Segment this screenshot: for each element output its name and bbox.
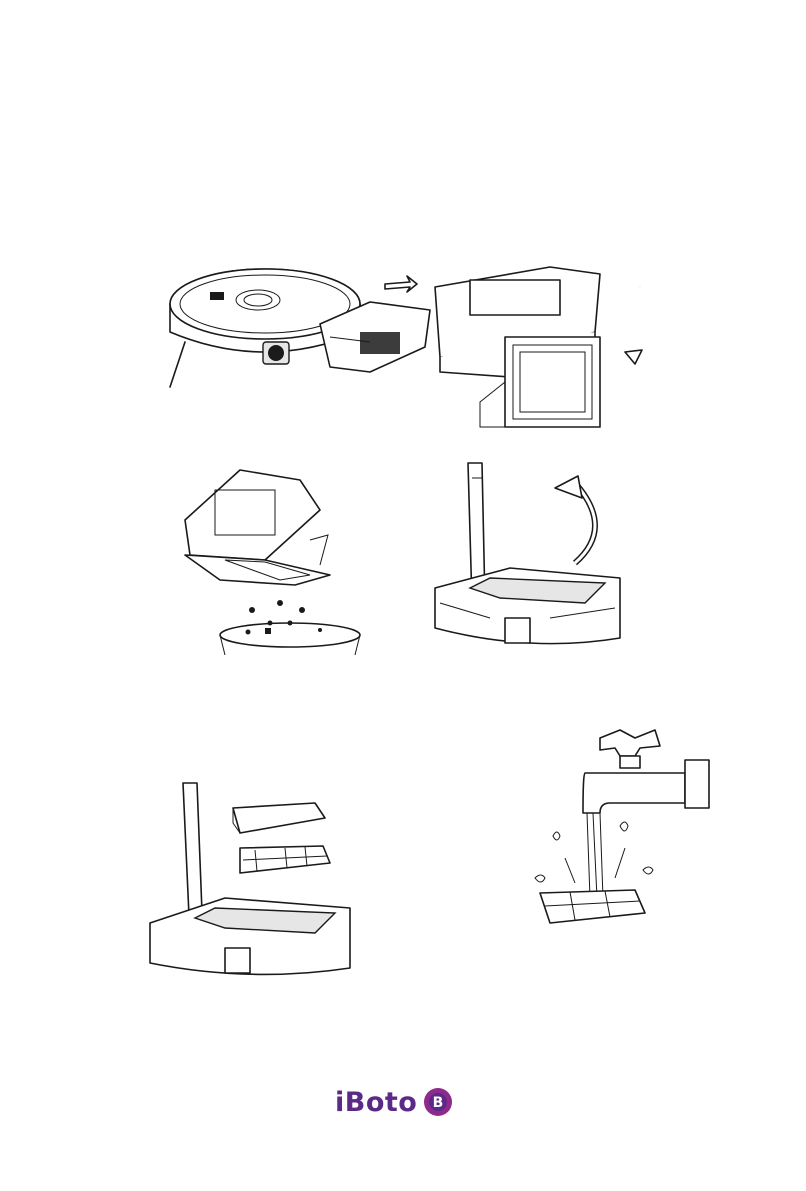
brand-logo-icon: B	[423, 1087, 453, 1117]
brand-logo: iBoto B	[335, 1082, 475, 1122]
figure-remove-filters	[145, 778, 360, 983]
figure-empty-dustbin	[170, 460, 370, 655]
figure-dustbin-open-lid	[430, 262, 670, 432]
brand-name: iBoto	[335, 1087, 417, 1118]
figure-rinse-filter-under-tap	[525, 718, 715, 933]
figure-dustbin-open-filter-cover	[430, 458, 630, 653]
figure-robot-remove-dustbin	[155, 262, 440, 397]
svg-text:B: B	[433, 1095, 444, 1111]
